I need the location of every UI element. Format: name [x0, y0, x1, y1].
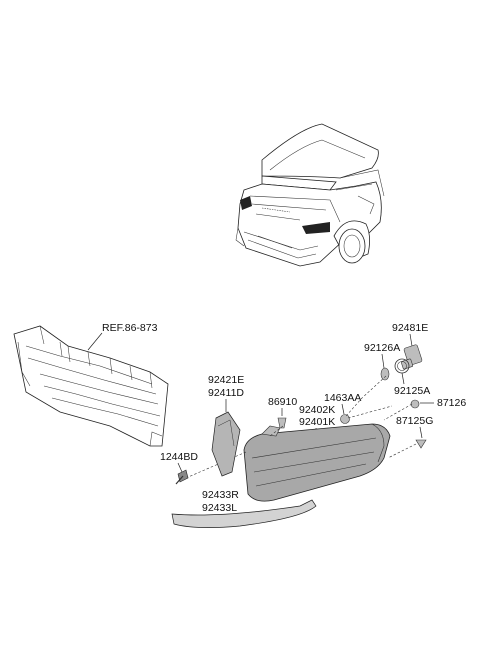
bulb-socket-92481E: [400, 344, 423, 370]
label-87125G: 87125G: [396, 415, 433, 427]
label-92125A: 92125A: [394, 385, 430, 397]
label-92401K: 92401K: [299, 416, 335, 428]
bulb-92126A: [380, 367, 390, 381]
label-92433R: 92433R: [202, 489, 239, 501]
label-92433L: 92433L: [202, 502, 237, 514]
screw-1244BD: [175, 469, 189, 485]
label-92481E: 92481E: [392, 322, 428, 334]
guide-line-2: [347, 405, 393, 419]
guide-line-4: [383, 403, 413, 421]
tailgate-reference-panel: [13, 325, 169, 447]
bracket-92421E: [211, 411, 241, 477]
label-92126A: 92126A: [364, 342, 400, 354]
guide-line-5: [387, 443, 417, 459]
clip-86910: [277, 417, 287, 429]
label-86910: 86910: [268, 396, 297, 408]
label-92421E: 92421E: [208, 374, 244, 386]
label-92411D: 92411D: [208, 387, 244, 399]
guide-line-1: [269, 425, 284, 437]
guide-line-6: [185, 451, 247, 479]
vehicle-rear-illustration: [235, 123, 385, 267]
nut-1463AA: [340, 414, 350, 424]
ref-leader: [87, 332, 103, 351]
molding-strip-92433R: [171, 499, 317, 528]
ref-label: REF.86-873: [102, 322, 158, 334]
clip-87125G: [415, 439, 427, 449]
clip-87126: [410, 399, 420, 409]
label-87126: 87126: [437, 397, 466, 409]
label-1244BD: 1244BD: [160, 451, 198, 463]
label-92402K: 92402K: [299, 404, 335, 416]
tail-lamp-assembly: [243, 423, 391, 502]
guide-line-3: [345, 375, 387, 417]
label-1463AA: 1463AA: [324, 392, 361, 404]
